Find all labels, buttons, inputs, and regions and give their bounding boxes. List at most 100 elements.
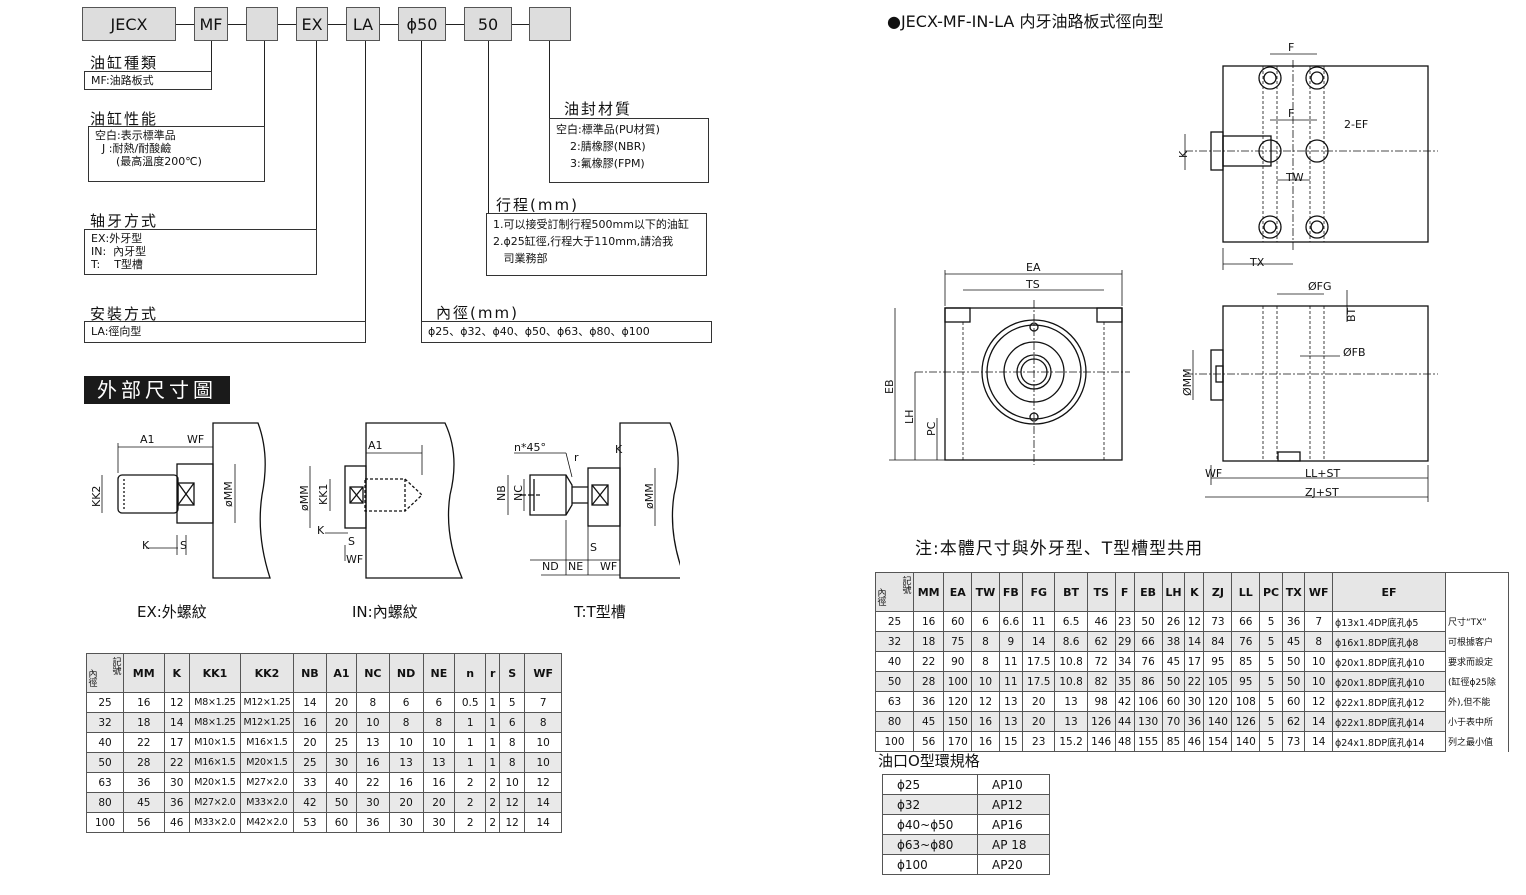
table-cell: 18 xyxy=(123,712,165,733)
table-cell: 18 xyxy=(912,631,945,652)
cylinder-views-drawing: F F 2-EF K TW TX EA TS EB LH PC ØFG BT Ø… xyxy=(885,41,1438,502)
table-cell: 6 xyxy=(388,692,424,713)
body-dimension-table: 記號內徑 MM EA TW FB FG BT TS F EB LH K ZJ L… xyxy=(875,572,1509,752)
table-cell: 5 xyxy=(1259,651,1283,672)
header-cell: NC xyxy=(356,653,390,693)
table-cell: 86 xyxy=(1133,671,1163,692)
oring-size-cell: AP12 xyxy=(977,794,1050,815)
side-note-line: 尺寸“TX” xyxy=(1445,611,1509,632)
dim-label-fb: ØFB xyxy=(1343,346,1366,359)
header-cell: LH xyxy=(1161,572,1186,612)
table-cell: M27×2.0 xyxy=(239,772,294,793)
bore-cell: 32 xyxy=(86,712,124,733)
code-box-mount: LA xyxy=(346,7,380,41)
table-cell: 60 xyxy=(1281,691,1306,712)
side-note-line: 小于表中所 xyxy=(1445,711,1509,732)
table-cell: 126 xyxy=(1086,711,1116,732)
table-cell: 14 xyxy=(292,692,327,713)
table-cell: 1 xyxy=(485,752,500,773)
table-cell: M16×1.5 xyxy=(188,752,241,773)
table-cell: 6.5 xyxy=(1054,611,1088,632)
table-cell: 36 xyxy=(912,691,945,712)
table-cell: 120 xyxy=(943,691,973,712)
bore-cell: 50 xyxy=(875,671,914,692)
table-cell: 154 xyxy=(1203,731,1233,752)
caption-t: T:T型槽 xyxy=(574,603,626,621)
table-cell: M27×2.0 xyxy=(188,792,241,813)
bore-cell: 80 xyxy=(875,711,914,732)
bore-cell: 25 xyxy=(86,692,124,713)
header-cell: ZJ xyxy=(1203,572,1233,612)
table-cell: 62 xyxy=(1281,711,1306,732)
table-cell: 8 xyxy=(971,631,1000,652)
table-cell: 8 xyxy=(524,712,562,733)
table-cell: 10 xyxy=(1304,671,1333,692)
table-cell: 126 xyxy=(1231,711,1261,732)
table-cell: 130 xyxy=(1133,711,1163,732)
oring-bore-cell: ϕ25 xyxy=(882,774,978,795)
table-cell: 25 xyxy=(292,752,327,773)
table-cell: 2 xyxy=(485,772,500,793)
table-cell: M33×2.0 xyxy=(239,792,294,813)
oring-title: 油口O型環規格 xyxy=(878,752,980,770)
code-box-type: MF xyxy=(194,7,228,41)
dim-label-t-k: K xyxy=(615,443,623,456)
table-cell: ϕ22x1.8DP底孔ϕ12 xyxy=(1332,691,1446,712)
dim-label-t-n45: n*45° xyxy=(514,441,546,454)
table-cell: 14 xyxy=(1304,711,1333,732)
table-cell: 20 xyxy=(1022,691,1056,712)
dim-label-in-wf: WF xyxy=(346,553,363,566)
table-cell: 38 xyxy=(1161,631,1186,652)
dim-label-in-a1: A1 xyxy=(368,439,383,452)
section-title-bore: 內徑(mm) xyxy=(436,304,519,322)
table-cell: 5 xyxy=(498,692,526,713)
table-cell: 22 xyxy=(163,752,190,773)
table-cell: 48 xyxy=(1114,731,1135,752)
side-note-line: 外),但不能 xyxy=(1445,691,1509,712)
table-cell: M20×1.5 xyxy=(239,752,294,773)
table-cell: 10 xyxy=(422,732,456,753)
header-cell: NE xyxy=(422,653,456,693)
dim-label-pc: PC xyxy=(925,421,938,436)
dim-label-zjst: ZJ+ST xyxy=(1305,486,1339,499)
table-cell: 10 xyxy=(1304,651,1333,672)
table-cell: 13 xyxy=(998,691,1024,712)
header-cell: n xyxy=(454,653,487,693)
dim-label-f1: F xyxy=(1288,41,1294,54)
table-cell: 1 xyxy=(485,692,500,713)
section-title-stroke: 行程(mm) xyxy=(496,196,579,214)
dim-label-t-r: r xyxy=(574,451,579,464)
table-cell: 14 xyxy=(163,712,190,733)
table-cell: 8 xyxy=(971,651,1000,672)
corner-bottom-label: 內徑 xyxy=(877,589,887,608)
oring-bore-cell: ϕ40~ϕ50 xyxy=(882,814,978,835)
table-cell: 45 xyxy=(1161,651,1186,672)
table-cell: 108 xyxy=(1231,691,1261,712)
table-cell: 5 xyxy=(1259,631,1283,652)
dim-label-ex-wf: WF xyxy=(187,433,204,446)
table-cell: 13 xyxy=(998,711,1024,732)
table-cell: 16 xyxy=(123,692,165,713)
table-cell: 0.5 xyxy=(454,692,487,713)
header-cell: MM xyxy=(912,572,945,612)
table-cell: 16 xyxy=(971,731,1000,752)
oring-size-cell: AP 18 xyxy=(977,834,1050,855)
table-cell: 42 xyxy=(1114,691,1135,712)
dim-label-in-s: S xyxy=(348,535,355,548)
table-cell: 11 xyxy=(998,651,1024,672)
table-cell: 46 xyxy=(1184,731,1205,752)
section-box-mount: LA:徑向型 xyxy=(84,321,366,343)
table-cell: 14 xyxy=(524,792,562,813)
dim-label-side-mm: ØMM xyxy=(1181,368,1194,396)
table-cell: 45 xyxy=(912,711,945,732)
header-cell: F xyxy=(1114,572,1135,612)
table-cell: 140 xyxy=(1231,731,1261,752)
table-cell: 13 xyxy=(356,732,390,753)
dim-label-ex-kk2: KK2 xyxy=(90,486,103,507)
oring-size-cell: AP16 xyxy=(977,814,1050,835)
header-cell: A1 xyxy=(325,653,358,693)
table-cell: 170 xyxy=(943,731,973,752)
